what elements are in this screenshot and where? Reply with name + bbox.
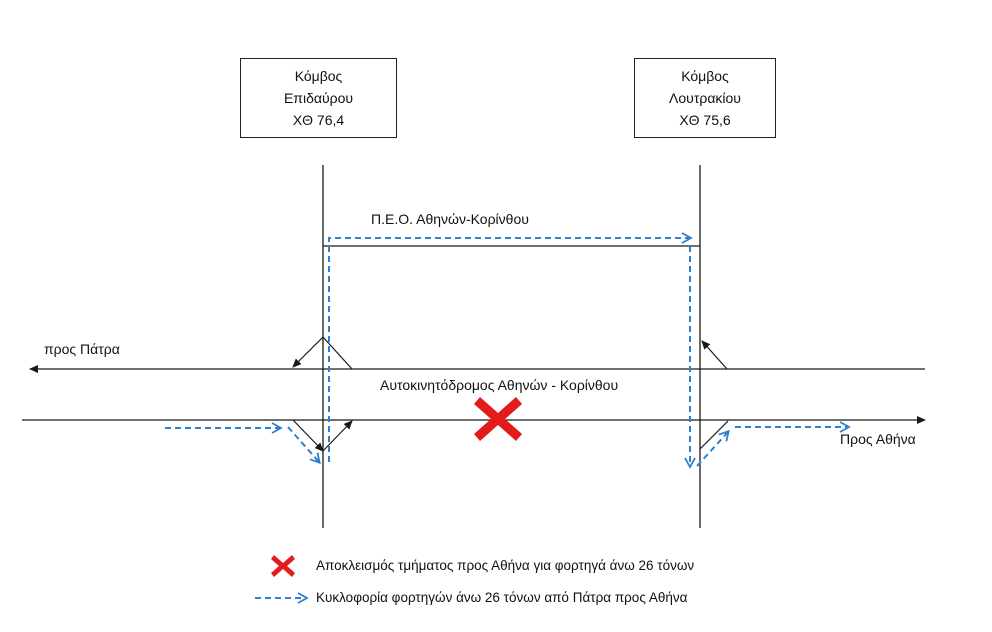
to-patra-label: προς Πάτρα: [44, 341, 120, 357]
node-box-epidavros: Κόμβος Επιδαύρου ΧΘ 76,4: [240, 58, 397, 138]
ramp-epidavros-east-off: [292, 419, 324, 452]
to-athens-label: Προς Αθήνα: [840, 431, 916, 447]
node-epidavros-line1: Κόμβος: [294, 68, 343, 84]
ramp-loutraki-west-off: [701, 340, 728, 370]
ramp-epidavros-west-on-arrow: [292, 336, 324, 368]
node-epidavros-line2: Επιδαύρου: [283, 90, 354, 106]
ramp-epidavros-east-on: [322, 420, 353, 452]
old-road-label: Π.Ε.Ο. Αθηνών-Κορίνθου: [371, 211, 529, 227]
node-loutraki-line1: Κόμβος: [681, 68, 729, 84]
detour-exit-ramp: [287, 426, 321, 465]
ramp-epidavros-west-on: [322, 336, 353, 370]
legend-red-x-icon: [271, 555, 295, 577]
legend-detour-text: Κυκλοφορία φορτηγών άνω 26 τόνων από Πάτ…: [316, 590, 688, 605]
node-epidavros-line3: ΧΘ 76,4: [292, 112, 345, 128]
node-loutraki-line2: Λουτρακίου: [669, 90, 741, 106]
legend-closure-text: Αποκλεισμός τμήματος προς Αθήνα για φορτ…: [316, 558, 695, 573]
closure-x-icon: [474, 397, 522, 441]
node-box-loutraki: Κόμβος Λουτρακίου ΧΘ 75,6: [634, 58, 776, 138]
ramp-loutraki-east-on: [699, 420, 729, 450]
detour-via-old-road: [328, 232, 693, 462]
motorway-label: Αυτοκινητόδρομος Αθηνών - Κορίνθου: [380, 377, 619, 393]
node-loutraki-line3: ΧΘ 75,6: [679, 112, 731, 128]
detour-on-ramp: [696, 429, 730, 467]
